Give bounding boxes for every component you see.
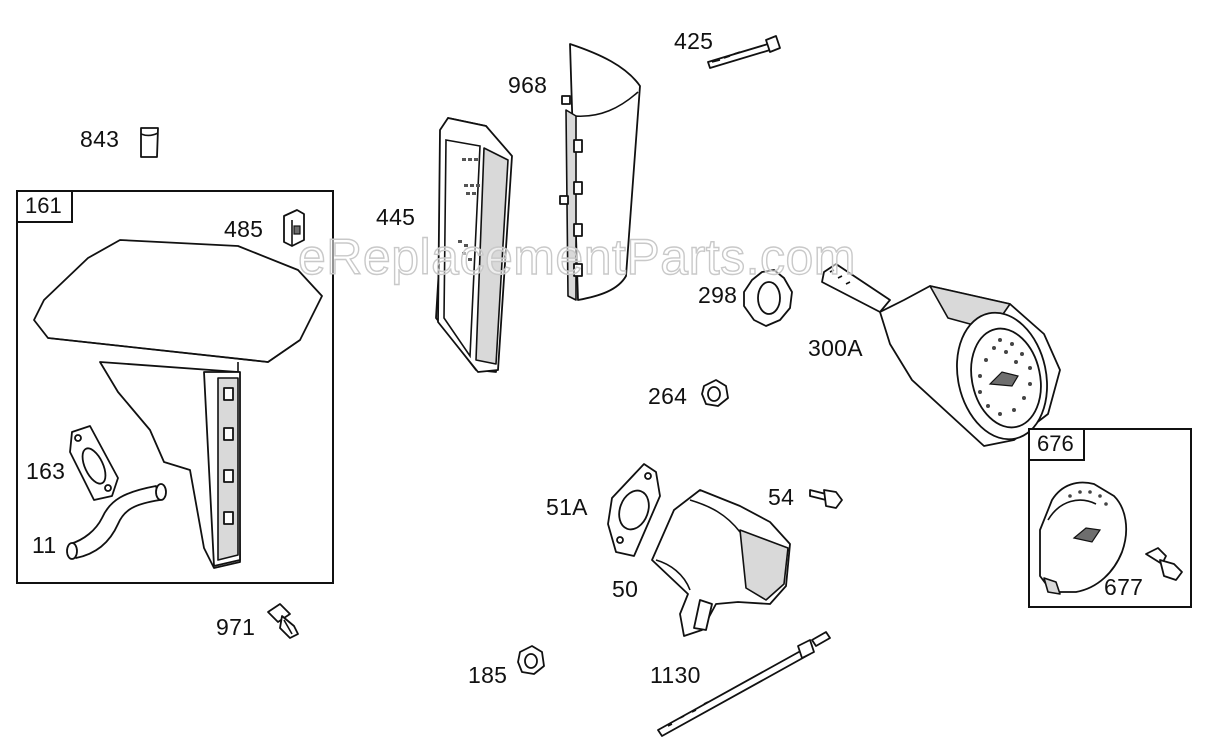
part-676-cap[interactable] <box>1039 481 1128 595</box>
label-300A[interactable]: 300A <box>808 335 863 361</box>
label-968[interactable]: 968 <box>508 72 548 98</box>
part-971-screw[interactable] <box>267 603 299 639</box>
label-485[interactable]: 485 <box>224 216 264 242</box>
part-968-deflector[interactable] <box>559 43 641 301</box>
part-485-clip[interactable] <box>283 209 305 247</box>
part-51A-gasket[interactable] <box>607 463 661 557</box>
part-50-manifold[interactable] <box>651 489 791 637</box>
part-425-screw[interactable] <box>707 35 781 69</box>
label-11[interactable]: 11 <box>32 532 57 558</box>
label-185[interactable]: 185 <box>468 662 508 688</box>
part-11-tube[interactable] <box>66 483 167 560</box>
part-264-nut[interactable] <box>701 379 729 407</box>
part-161-muffler-guard[interactable] <box>33 239 323 569</box>
label-298[interactable]: 298 <box>698 282 738 308</box>
part-677-screw[interactable] <box>1145 547 1183 581</box>
label-843[interactable]: 843 <box>80 126 120 152</box>
part-300A-muffler[interactable] <box>821 263 1061 448</box>
part-185-nut[interactable] <box>517 645 545 675</box>
label-677[interactable]: 677 <box>1104 574 1144 600</box>
part-445-spark-screen[interactable] <box>435 117 513 373</box>
kit-box-161: 161 <box>16 190 334 584</box>
part-54-screw[interactable] <box>809 489 843 509</box>
kit-box-676: 676 <box>1028 428 1192 608</box>
part-163-gasket[interactable] <box>69 425 119 501</box>
label-264[interactable]: 264 <box>648 383 688 409</box>
label-1130[interactable]: 1130 <box>650 662 701 688</box>
part-1130-stud[interactable] <box>657 631 831 737</box>
label-445[interactable]: 445 <box>376 204 416 230</box>
label-50[interactable]: 50 <box>612 576 639 602</box>
label-163[interactable]: 163 <box>26 458 66 484</box>
kit-tag-161: 161 <box>16 190 73 223</box>
label-425[interactable]: 425 <box>674 28 714 54</box>
label-54[interactable]: 54 <box>768 484 795 510</box>
label-51A[interactable]: 51A <box>546 494 588 520</box>
part-843-spacer[interactable] <box>140 127 159 158</box>
label-971[interactable]: 971 <box>216 614 256 640</box>
kit-tag-676: 676 <box>1028 428 1085 461</box>
part-298-lock-washer[interactable] <box>743 269 793 327</box>
